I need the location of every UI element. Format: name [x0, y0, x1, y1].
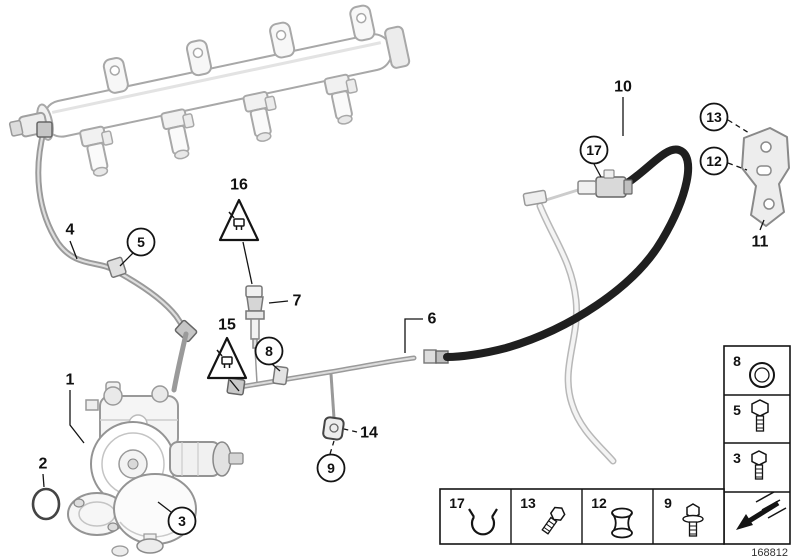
rail-injector-cups [79, 73, 358, 177]
callout-6[interactable]: 6 [404, 311, 437, 353]
legend-item-17[interactable]: 17 [449, 495, 498, 536]
legend-bottom-strip: 17 13 12 [439, 488, 725, 545]
callout-label[interactable]: 17 [586, 142, 602, 158]
callout-label[interactable]: 14 [360, 425, 378, 442]
legend-label[interactable]: 13 [520, 495, 536, 511]
line-union-nut [36, 121, 53, 138]
flange-bolt-icon [682, 503, 704, 537]
callout-1[interactable]: 1 [66, 372, 85, 444]
callout-label[interactable]: 4 [66, 222, 75, 239]
grommet-icon [611, 507, 633, 539]
legend-label[interactable]: 8 [733, 353, 741, 369]
callout-14[interactable]: 14 [343, 425, 378, 442]
line-clip [106, 256, 127, 278]
quick-connector [577, 169, 633, 198]
callout-label[interactable]: 3 [178, 513, 186, 529]
line-connector [522, 189, 548, 207]
hex-bolt-icon [541, 506, 566, 535]
legend-item-12[interactable]: 12 [591, 495, 633, 539]
pipe-clamp [272, 365, 289, 386]
view-direction-arrow-icon [736, 491, 787, 530]
legend-item-9[interactable]: 9 [664, 495, 704, 537]
callout-label[interactable]: 2 [39, 456, 48, 473]
callout-9[interactable]: 9 [316, 440, 346, 483]
callout-label[interactable]: 11 [752, 234, 769, 251]
legend-item-view-direction[interactable] [736, 491, 787, 530]
callout-label[interactable]: 15 [218, 317, 236, 334]
callout-11[interactable]: 11 [752, 219, 769, 251]
callout-label[interactable]: 7 [293, 293, 302, 310]
legend-label[interactable]: 9 [664, 495, 672, 511]
hex-bolt-icon [751, 399, 769, 432]
warning-triangle-connector-icon [206, 336, 248, 392]
legend-right-box: 8 5 3 [723, 345, 791, 545]
callout-label[interactable]: 9 [327, 460, 335, 476]
fuel-hose [443, 145, 693, 361]
pump-foot [136, 538, 164, 554]
rail-mounting-tabs [102, 4, 376, 94]
pipe-end-fitting [423, 349, 437, 364]
rubber-holder [322, 416, 345, 441]
callout-16[interactable]: 16 [230, 177, 248, 194]
mounting-bracket [741, 127, 790, 227]
o-ring [31, 487, 61, 521]
legend-label[interactable]: 12 [591, 495, 607, 511]
fuel-pipe-assembly [226, 349, 449, 441]
hose-clamp-icon [468, 508, 498, 536]
high-pressure-pump [67, 381, 244, 557]
callout-5[interactable]: 5 [119, 227, 156, 267]
legend-item-13[interactable]: 13 [520, 495, 566, 535]
callout-label[interactable]: 5 [137, 234, 145, 250]
callout-label[interactable]: 6 [428, 311, 437, 328]
callout-label[interactable]: 8 [265, 343, 273, 359]
callout-17[interactable]: 17 [579, 135, 609, 178]
callout-label[interactable]: 12 [706, 153, 722, 169]
callout-label[interactable]: 16 [230, 177, 248, 194]
high-pressure-line [35, 121, 198, 393]
callout-8[interactable]: 8 [254, 336, 284, 372]
callout-13[interactable]: 13 [699, 102, 750, 134]
warning-triangle-connector-icon [218, 198, 260, 285]
legend-item-3[interactable]: 3 [733, 450, 767, 480]
legend-item-8[interactable]: 8 [733, 353, 775, 388]
callout-3[interactable]: 3 [157, 501, 197, 536]
callout-2[interactable]: 2 [39, 456, 48, 488]
pressure-sensor [245, 285, 265, 384]
callout-label[interactable]: 13 [706, 109, 722, 125]
figure-number: 168812 [751, 547, 788, 559]
line-union-nut [174, 319, 198, 343]
screw-icon [751, 450, 767, 480]
callout-10[interactable]: 10 [614, 79, 632, 136]
callout-label[interactable]: 1 [66, 372, 75, 389]
o-ring-icon [749, 362, 775, 388]
low-pressure-line [522, 188, 617, 465]
callout-label[interactable]: 10 [614, 79, 632, 96]
callout-4[interactable]: 4 [66, 222, 78, 260]
legend-label[interactable]: 17 [449, 495, 465, 511]
callout-7[interactable]: 7 [268, 293, 302, 310]
callout-15[interactable]: 15 [218, 317, 236, 334]
callout-12[interactable]: 12 [699, 146, 748, 176]
legend-label[interactable]: 5 [733, 402, 741, 418]
legend-label[interactable]: 3 [733, 450, 741, 466]
fuel-rail [8, 4, 411, 177]
legend-item-5[interactable]: 5 [733, 399, 769, 432]
